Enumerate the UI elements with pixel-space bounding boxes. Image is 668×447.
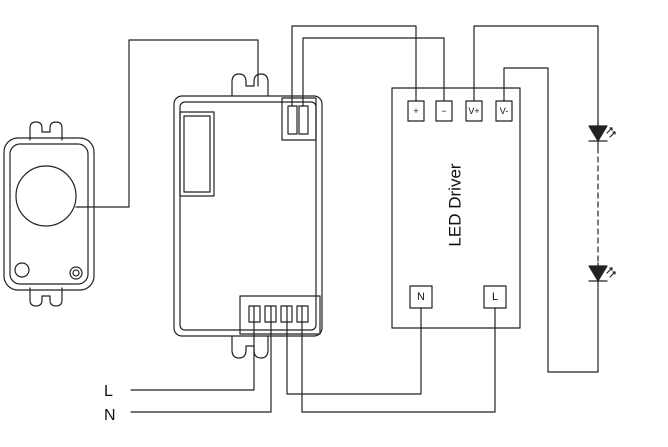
- controller-bottom-tab: [231, 335, 269, 359]
- sensor-head: [3, 121, 95, 307]
- controller-body-outer: [173, 95, 323, 337]
- wiring: [75, 25, 599, 413]
- controller-left-recess: [179, 111, 215, 197]
- sensor-indicator-led-inner: [72, 269, 80, 277]
- controller-top-tab: [231, 73, 269, 97]
- wire-to-driver-n: [286, 305, 422, 395]
- mains-live-label: L: [104, 383, 113, 400]
- controller-left-recess-inner: [183, 115, 211, 193]
- terminal-label-minus: −: [441, 106, 446, 116]
- sensor-adjust-knob: [14, 262, 30, 278]
- controller-top-pin-1: [287, 105, 298, 135]
- terminal-label-n: N: [417, 291, 425, 303]
- sensor-body-outer: [3, 137, 95, 291]
- controller-bottom-connector: [239, 295, 321, 335]
- controller-body-inner: [179, 101, 317, 331]
- sensor-lens: [15, 165, 77, 227]
- mains-neutral-label: N: [104, 407, 116, 424]
- sensor-bottom-tab: [29, 287, 63, 307]
- terminal-label-vplus: V+: [468, 106, 479, 116]
- wire-live: [130, 305, 255, 391]
- sensor-body-inner: [9, 143, 89, 285]
- terminal-label-l: L: [492, 291, 498, 303]
- wire-sensor-to-controller: [75, 39, 259, 208]
- wire-minus: [302, 37, 445, 107]
- sensor-controller: [173, 73, 323, 359]
- wire-plus: [291, 25, 417, 107]
- sensor-indicator-led: [69, 266, 83, 280]
- led-diode-icon: [588, 122, 616, 148]
- terminal-label-vminus: V-: [500, 106, 509, 116]
- controller-top-connector: [281, 97, 317, 141]
- controller-top-pin-2: [298, 105, 309, 135]
- terminal-label-plus: +: [413, 106, 418, 116]
- led-driver-title: LED Driver: [446, 163, 465, 246]
- wire-neutral: [130, 305, 272, 413]
- led-driver-body: [391, 87, 521, 329]
- led-diode-icon: [588, 262, 616, 288]
- wire-vminus: [503, 67, 599, 373]
- wire-to-driver-l: [301, 305, 496, 413]
- wire-vplus: [473, 25, 599, 127]
- sensor-top-tab: [29, 121, 63, 141]
